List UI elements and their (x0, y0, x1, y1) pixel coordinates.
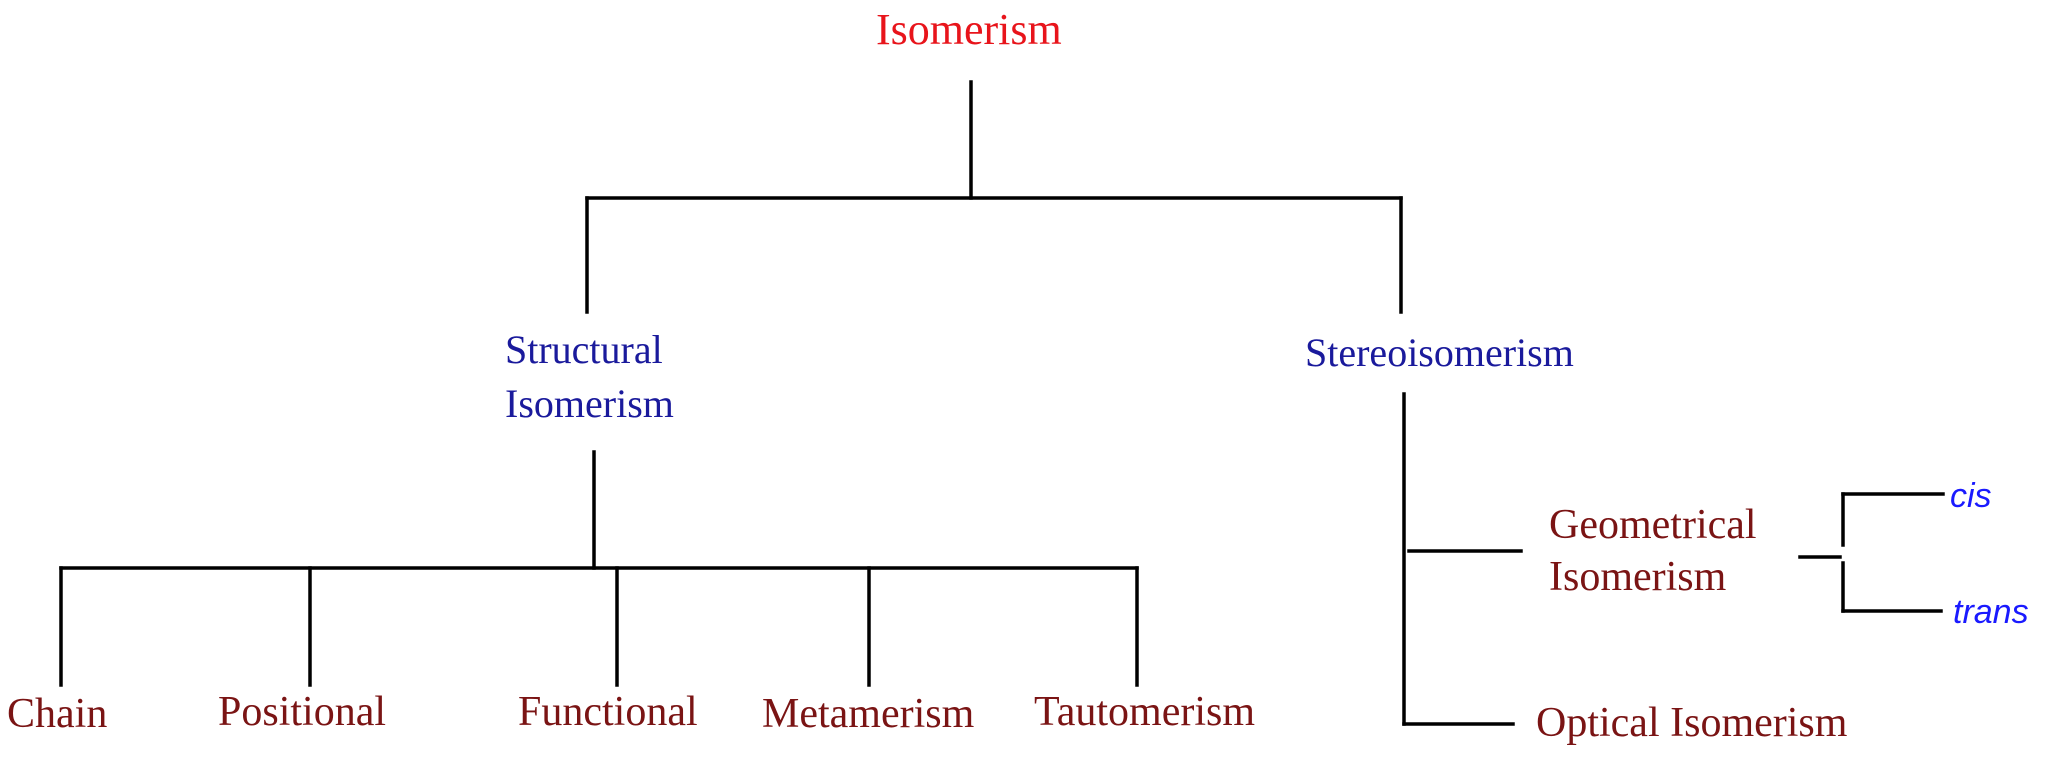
geometrical-isomerism-label: Geometrical Isomerism (1549, 500, 1757, 603)
positional-label: Positional (218, 689, 387, 735)
functional-label: Functional (518, 689, 698, 735)
optical-isomerism-label: Optical Isomerism (1536, 700, 1848, 746)
geometrical-label-line2: Isomerism (1549, 554, 1727, 601)
trans-label: trans (1953, 593, 2029, 631)
tautomerism-label: Tautomerism (1034, 689, 1256, 735)
metamerism-label: Metamerism (762, 691, 975, 737)
structural-label-line2: Isomerism (505, 381, 674, 426)
stereoisomerism-label: Stereoisomerism (1305, 330, 1574, 375)
chain-label: Chain (7, 691, 108, 737)
cis-label: cis (1950, 477, 1992, 515)
structural-label-line1: Structural (505, 327, 663, 372)
isomerism-root-label: Isomerism (876, 5, 1062, 54)
geometrical-label-line1: Geometrical (1549, 502, 1757, 548)
structural-isomerism-label: Structural Isomerism (505, 326, 674, 428)
